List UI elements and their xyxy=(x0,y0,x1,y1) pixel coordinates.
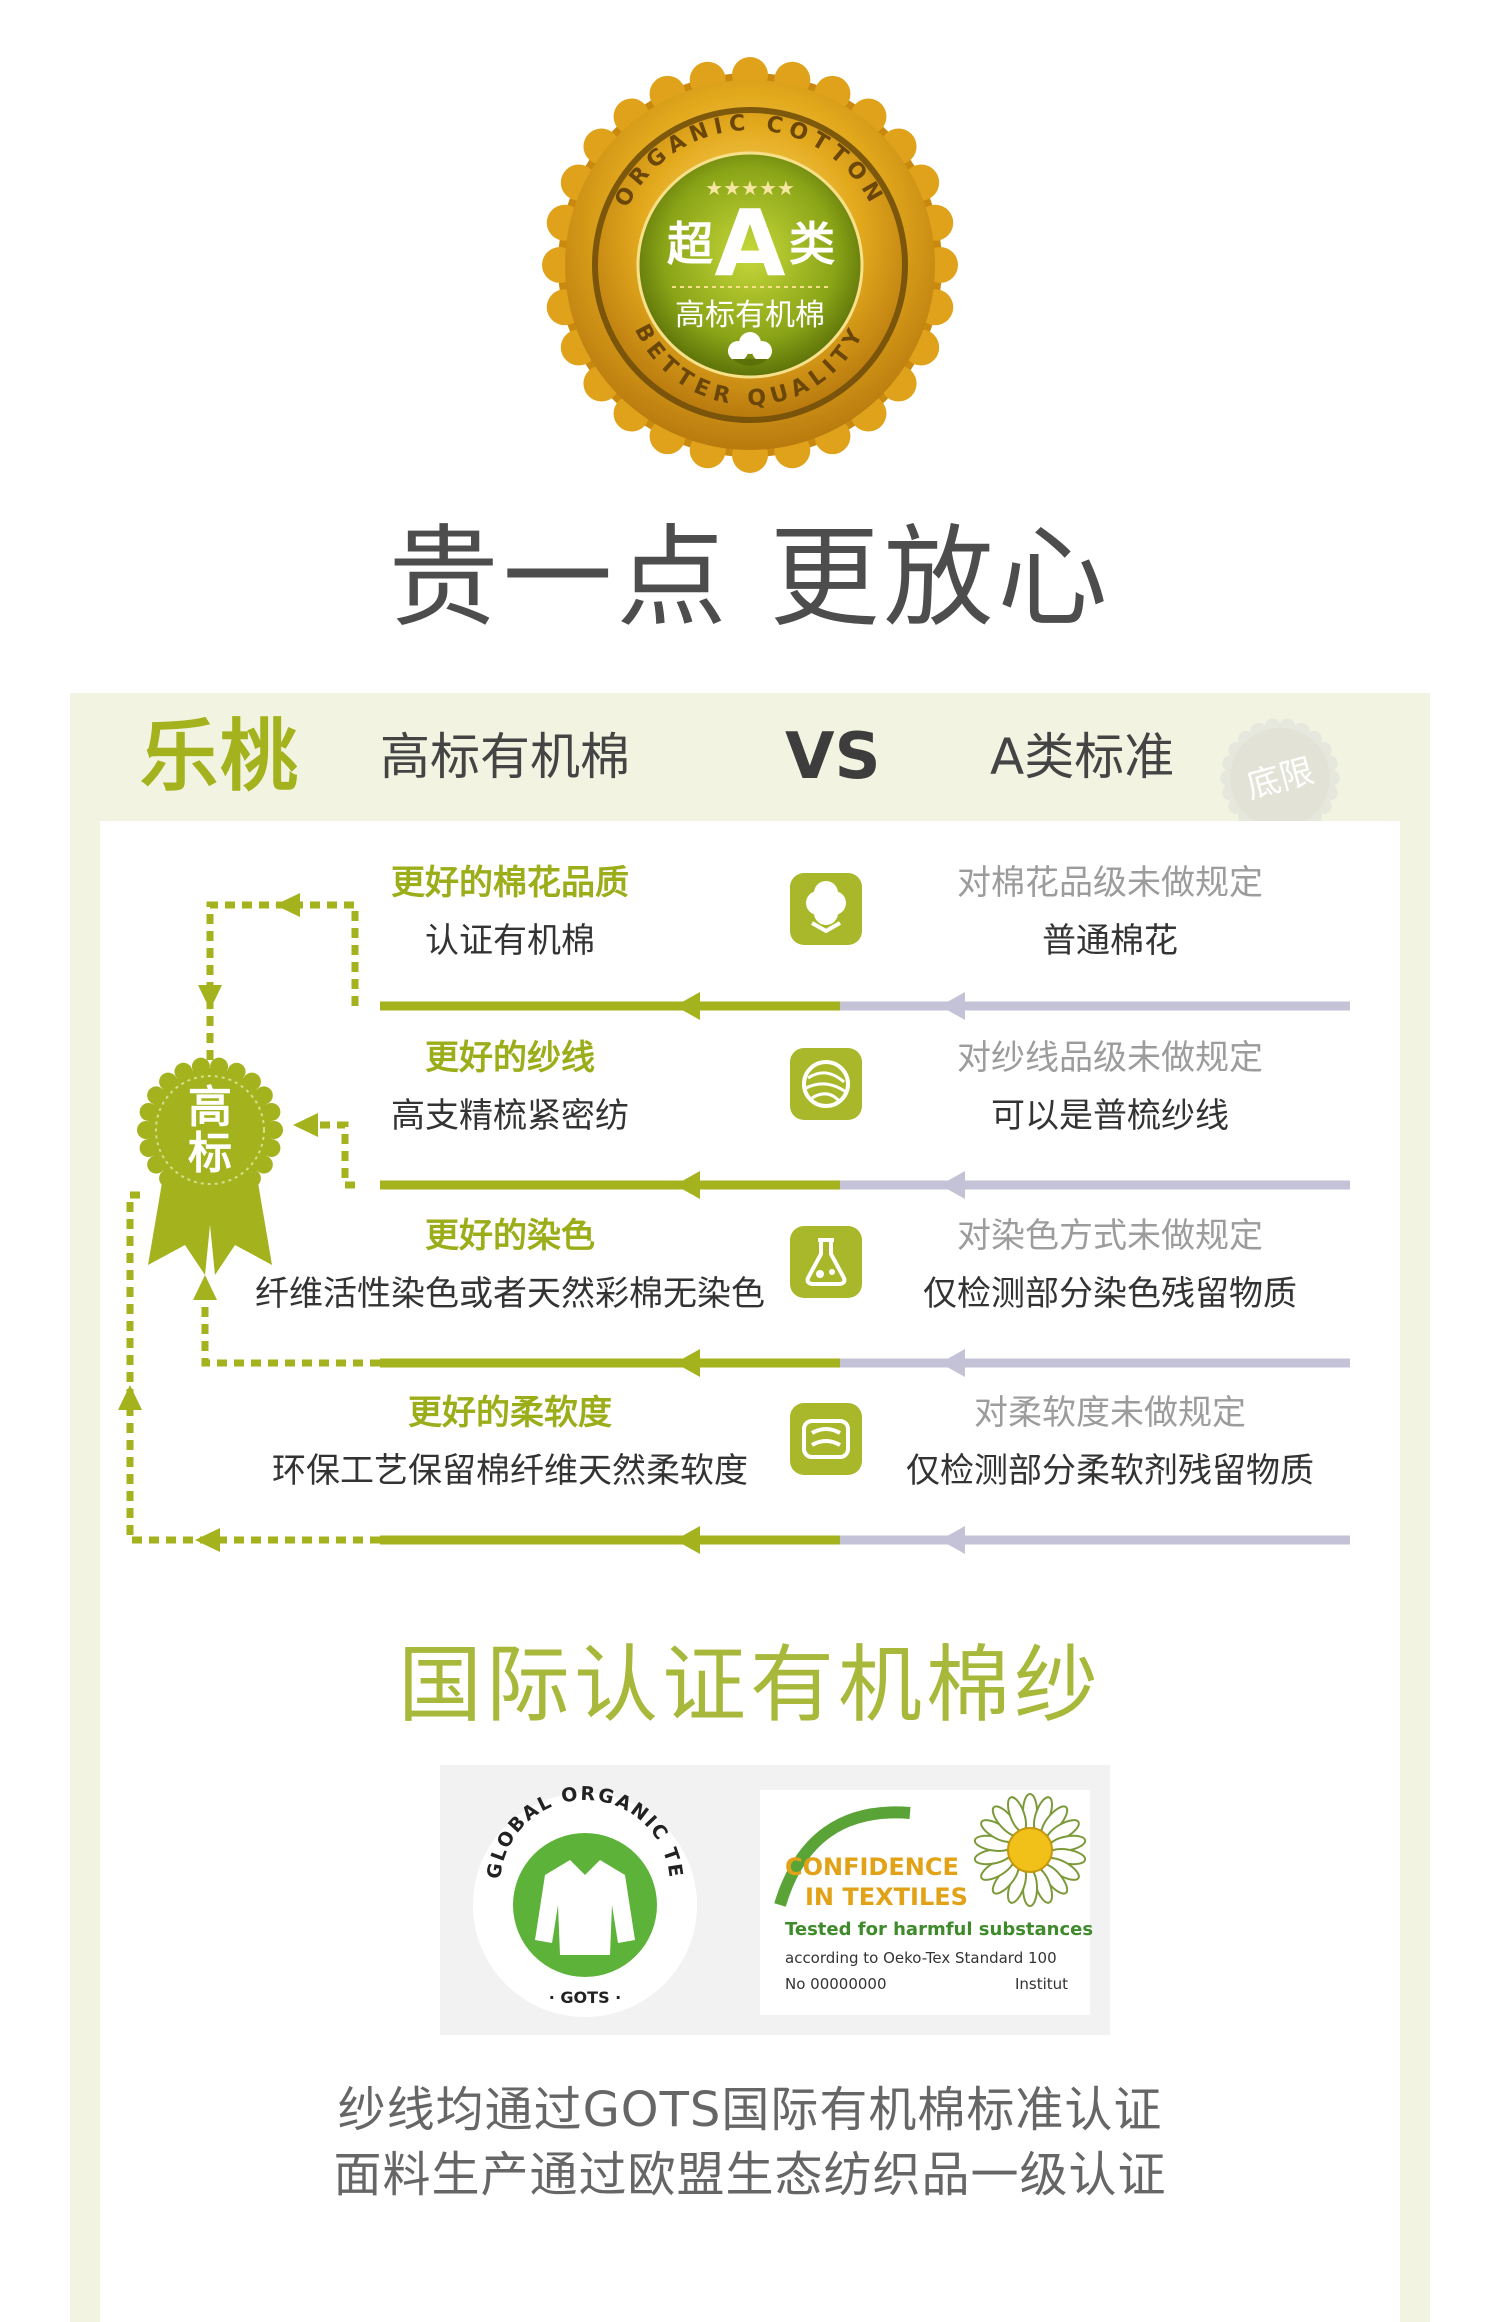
cert-logos: GLOBAL ORGANIC TEXTILE STANDARD · GOTS ·… xyxy=(431,1748,1110,2035)
right-heading: 对柔软度未做规定 xyxy=(974,1393,1246,1433)
right-detail: 仅检测部分柔软剂残留物质 xyxy=(906,1451,1314,1491)
left-detail: 纤维活性染色或者天然彩棉无染色 xyxy=(255,1274,765,1314)
badge-subtitle: 高标有机棉 xyxy=(675,298,825,333)
badge-stars: ★★★★★ xyxy=(705,176,795,200)
right-heading: 对棉花品级未做规定 xyxy=(957,863,1263,903)
cotton-boll-icon xyxy=(790,873,862,945)
oeko-line5: No 00000000 xyxy=(785,1975,887,1993)
flower-icon xyxy=(973,1793,1087,1907)
organic-cotton-badge: ORGANIC COTTON BETTER QUALITY ★★★★★ 超 A … xyxy=(540,55,960,475)
cotton-icon xyxy=(728,332,772,366)
right-heading: 对染色方式未做规定 xyxy=(957,1216,1263,1256)
oeko-line6: Institut xyxy=(1015,1975,1068,1993)
headline: 贵一点 更放心 xyxy=(388,514,1112,642)
left-heading: 更好的柔软度 xyxy=(408,1393,612,1433)
fabric-roll-icon xyxy=(790,1403,862,1475)
oeko-line4: according to Oeko-Tex Standard 100 xyxy=(785,1949,1057,1967)
badge-grade-suffix: 类 xyxy=(789,217,835,271)
minimum-stamp: 底限 xyxy=(1220,718,1340,838)
gots-bottom-text: · GOTS · xyxy=(549,1988,621,2007)
shirt-icon xyxy=(535,1860,635,1955)
left-detail: 高支精梳紧密纺 xyxy=(391,1096,629,1136)
oeko-line3: Tested for harmful substances xyxy=(785,1919,1093,1940)
brand-name: 乐桃 xyxy=(140,712,301,802)
badge-graphic: ORGANIC COTTON BETTER QUALITY ★★★★★ 超 A … xyxy=(542,57,958,473)
oeko-line1: CONFIDENCE xyxy=(785,1853,959,1881)
footer-line-2: 面料生产通过欧盟生态纺织品一级认证 xyxy=(333,2147,1167,2203)
oeko-line2: IN TEXTILES xyxy=(805,1883,968,1911)
gots-logo: GLOBAL ORGANIC TEXTILE STANDARD · GOTS · xyxy=(431,1748,697,2017)
right-heading: 对纱线品级未做规定 xyxy=(957,1038,1263,1078)
left-heading: 更好的棉花品质 xyxy=(391,863,629,903)
oeko-tex-logo: CONFIDENCE IN TEXTILES Tested for harmfu… xyxy=(760,1790,1093,2015)
badge-grade-letter: A xyxy=(714,190,785,297)
comparison-body xyxy=(100,821,1400,2322)
left-heading: 更好的染色 xyxy=(425,1216,595,1256)
footer-line-1: 纱线均通过GOTS国际有机棉标准认证 xyxy=(337,2082,1163,2138)
right-detail: 普通棉花 xyxy=(1042,921,1178,961)
left-detail: 环保工艺保留棉纤维天然柔软度 xyxy=(272,1451,748,1491)
right-column-title: A类标准 xyxy=(990,728,1175,786)
right-detail: 可以是普梳纱线 xyxy=(991,1096,1229,1136)
right-detail: 仅检测部分染色残留物质 xyxy=(923,1274,1297,1314)
badge-grade-prefix: 超 xyxy=(667,217,714,271)
left-detail: 认证有机棉 xyxy=(425,921,595,961)
left-column-title: 高标有机棉 xyxy=(380,728,630,786)
dye-flask-icon xyxy=(790,1226,862,1298)
yarn-ball-icon xyxy=(790,1048,862,1120)
vs-label: VS xyxy=(785,720,881,794)
cert-title: 国际认证有机棉纱 xyxy=(397,1636,1102,1734)
left-heading: 更好的纱线 xyxy=(425,1038,595,1078)
